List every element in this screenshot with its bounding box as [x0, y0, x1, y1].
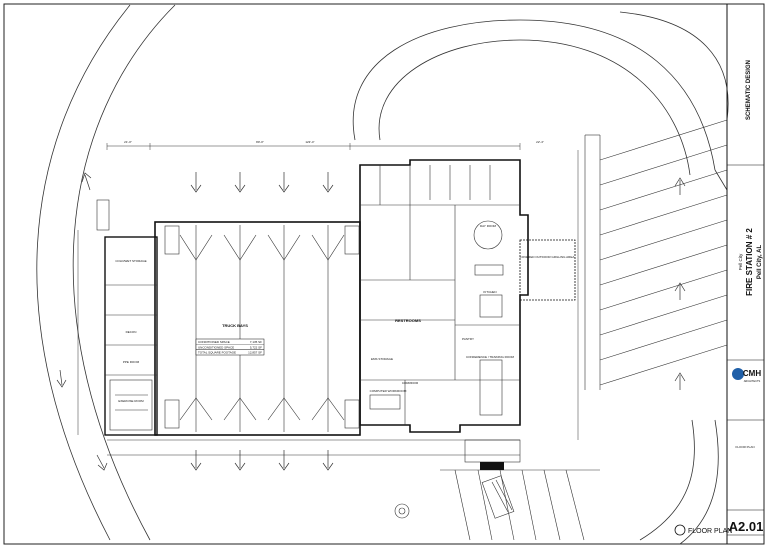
sheet-border [3, 3, 765, 545]
pantry-label: PANTRY [462, 337, 474, 341]
entry-plaza [464, 439, 521, 463]
sheet-number: A2.01 [729, 519, 764, 534]
firm-logo-text: CMH [743, 369, 761, 378]
restrooms-label: RESTROOMS [395, 318, 421, 323]
conference-room-label: CONFERENCE / TRAINING ROOM [466, 355, 514, 359]
area-table: CONDITIONED SPACE 7,135 SF UNCONDITIONED… [195, 338, 265, 356]
truck-bay-lanes [164, 225, 360, 432]
truck-bays-label: TRUCK BAYS [222, 323, 248, 328]
day-room-label: DAY ROOM [480, 224, 497, 228]
dim-right: 22'-4" [536, 140, 544, 144]
kitchen-label: KITCHEN [483, 290, 496, 294]
flagpole-circle [394, 503, 410, 519]
drawing-title: FLOOR PLAN [688, 528, 732, 535]
area-row-label: UNCONDITIONED SPACE [198, 345, 234, 349]
ems-storage-label: EMS STORAGE [371, 357, 393, 361]
traffic-arrows [56, 172, 686, 471]
site-drive-curves [36, 4, 729, 545]
exercise-room-label: EXERCISE ROOM [118, 399, 144, 403]
sheet-title: FLOOR PLAN [735, 445, 754, 449]
building-outline [104, 159, 576, 436]
parking-stall-stripes [584, 119, 728, 390]
project-subtitle: Pell City [738, 253, 743, 270]
project-location: Pell City, AL [757, 244, 763, 279]
firm-sub: ARCHITECTS [744, 379, 761, 383]
living-quarters-partitions [360, 165, 520, 425]
ppe-room-label: PPE ROOM [123, 360, 140, 364]
phase-label: SCHEMATIC DESIGN [746, 60, 752, 120]
north-arrow-icon [674, 524, 686, 536]
dim-overall: 123'-4" [305, 140, 314, 144]
decon-label: DECON [126, 330, 137, 334]
dumpster-pad [96, 199, 110, 231]
area-row-value: 5,722 SF [250, 345, 262, 349]
bottom-parking-stripes [440, 469, 600, 541]
cold-room-label: COLD/WET STORAGE [115, 259, 146, 263]
left-support-rooms [105, 284, 157, 431]
project-name: FIRE STATION # 2 [745, 228, 754, 296]
area-row-label: TOTAL SQUARE FOOTAGE [198, 351, 236, 355]
title-block [726, 4, 764, 544]
dim-left: 21'-0" [124, 140, 132, 144]
area-row-value: 7,135 SF [250, 340, 262, 344]
dimension-lines [77, 143, 579, 456]
computer-workroom-label: COMPUTER WORKROOM [370, 389, 407, 393]
firm-logo-icon [732, 368, 744, 380]
flagpole-inner [398, 507, 406, 515]
dim-mid: 80'-0" [256, 140, 264, 144]
entry-steps [480, 462, 504, 470]
corridor-label: CORRIDOR [402, 381, 419, 385]
area-row-value: 12,857 SF [248, 351, 262, 355]
area-row-label: CONDITIONED SPACE [198, 340, 230, 344]
covered-grilling-label: COVERED OUTDOOR GRILLING AREA [520, 255, 575, 259]
